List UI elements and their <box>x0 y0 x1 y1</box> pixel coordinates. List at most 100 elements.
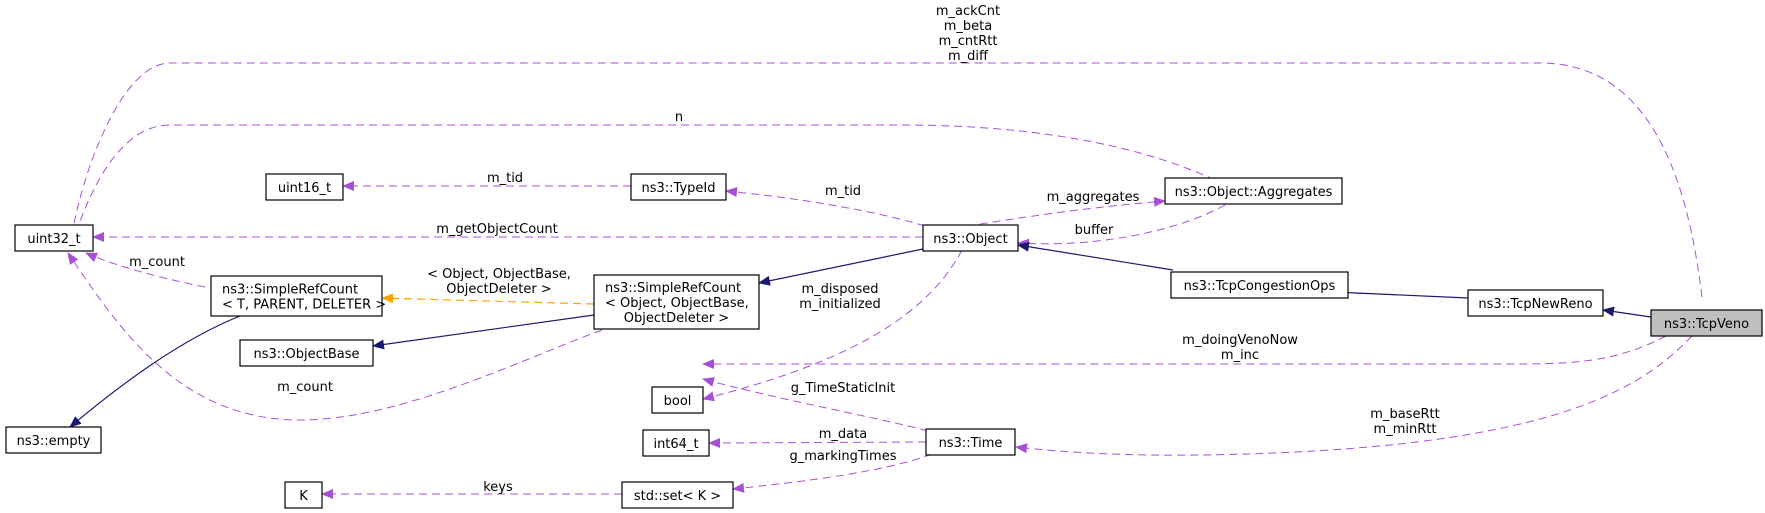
node-label: ns3::ObjectBase <box>253 347 359 362</box>
node-label: ns3::SimpleRefCount <box>222 283 358 298</box>
edge-label-line: m_beta <box>944 19 992 34</box>
edges-layer <box>67 62 1703 499</box>
node-box <box>5 426 102 454</box>
node-label: uint16_t <box>278 181 331 196</box>
node-box <box>210 275 383 317</box>
edge-label-line: g_TimeStaticInit <box>791 381 896 396</box>
node-label: ObjectDeleter > <box>624 311 729 326</box>
edge-label-line: m_aggregates <box>1047 190 1140 205</box>
node-box <box>1170 271 1349 299</box>
edge-label-line: m_minRtt <box>1374 422 1437 437</box>
edge-object-typeid <box>725 187 926 227</box>
edge-label-line: m_count <box>277 380 333 395</box>
edge-label-aggregates-uint32: n <box>675 110 683 125</box>
node-label: K <box>299 489 308 504</box>
node-label: std::set< K > <box>634 489 721 504</box>
node-congops[interactable]: ns3::TcpCongestionOps <box>1170 271 1349 299</box>
node-label: < T, PARENT, DELETER > <box>222 298 386 313</box>
edge-label-typeid-uint16: m_tid <box>487 171 523 186</box>
edge-label-line: m_data <box>819 427 867 442</box>
node-veno[interactable]: ns3::TcpVeno <box>1650 309 1763 337</box>
node-typeid[interactable]: ns3::TypeId <box>630 173 727 201</box>
edge-label-time-bool: g_TimeStaticInit <box>791 381 896 396</box>
node-label: ns3::TcpNewReno <box>1478 297 1592 312</box>
node-newreno[interactable]: ns3::TcpNewReno <box>1467 289 1604 317</box>
node-box <box>593 274 760 330</box>
node-box <box>630 173 727 201</box>
node-label: ns3::Time <box>939 436 1003 451</box>
node-time[interactable]: ns3::Time <box>925 428 1016 456</box>
edge-label-object-uint32: m_getObjectCount <box>436 222 557 237</box>
edge-label-line: keys <box>483 480 513 495</box>
edge-label-srcT-uint32: m_count <box>129 255 185 270</box>
edge-label-line: m_doingVenoNow <box>1182 333 1298 348</box>
node-box <box>922 224 1019 252</box>
edge-label-line: m_diff <box>948 49 989 64</box>
node-empty[interactable]: ns3::empty <box>5 426 102 454</box>
edge-label-line: m_getObjectCount <box>436 222 557 237</box>
node-uint32[interactable]: uint32_t <box>14 224 94 252</box>
edge-srcObj-uint32 <box>67 252 603 421</box>
node-srcObj[interactable]: ns3::SimpleRefCount< Object, ObjectBase,… <box>593 274 760 330</box>
node-uint16[interactable]: uint16_t <box>265 173 344 201</box>
edge-label-time-stdset: g_markingTimes <box>790 449 897 464</box>
node-label: int64_t <box>653 437 698 452</box>
node-label: bool <box>664 394 692 409</box>
edge-srcObj-objectbase <box>372 314 595 350</box>
edge-label-line: m_inc <box>1221 348 1259 363</box>
edge-veno-time <box>1015 335 1693 456</box>
edge-object-srcObj <box>758 248 924 286</box>
edge-label-line: m_tid <box>487 171 523 186</box>
edge-label-srcObj-srcT: < Object, ObjectBase,ObjectDeleter > <box>427 267 571 297</box>
edge-time-int64 <box>708 437 927 448</box>
node-object[interactable]: ns3::Object <box>922 224 1019 252</box>
edge-label-aggregates-object: buffer <box>1075 223 1114 238</box>
node-stdset[interactable]: std::set< K > <box>621 481 734 509</box>
edge-label-line: m_ackCnt <box>936 4 1000 19</box>
edge-veno-bool <box>702 335 1667 369</box>
node-k[interactable]: K <box>284 481 323 509</box>
node-box <box>14 224 94 252</box>
node-box <box>239 339 374 367</box>
edge-label-line: m_count <box>129 255 185 270</box>
edge-label-line: n <box>675 110 683 125</box>
node-box <box>1650 309 1763 337</box>
edge-aggregates-object <box>1017 204 1226 249</box>
edge-label-object-typeid: m_tid <box>825 184 861 199</box>
edge-label-line: m_disposed <box>801 282 878 297</box>
edge-label-line: < Object, ObjectBase, <box>427 267 571 282</box>
node-box <box>651 386 704 414</box>
edge-label-line: g_markingTimes <box>790 449 897 464</box>
node-label: ns3::Object <box>933 232 1007 247</box>
edge-aggregates-uint32 <box>73 124 1216 237</box>
node-label: ns3::TcpVeno <box>1664 317 1749 332</box>
edge-time-stdset <box>732 453 933 493</box>
edge-veno-newreno <box>1602 306 1652 318</box>
node-box <box>1164 177 1343 205</box>
node-label: uint32_t <box>27 232 80 247</box>
edge-object-bool <box>702 249 963 402</box>
node-objectbase[interactable]: ns3::ObjectBase <box>239 339 374 367</box>
edge-label-time-int64: m_data <box>819 427 867 442</box>
edge-label-line: ObjectDeleter > <box>446 282 551 297</box>
edge-label-line: m_baseRtt <box>1370 407 1439 422</box>
node-int64[interactable]: int64_t <box>642 429 710 457</box>
edge-label-object-aggregates: m_aggregates <box>1047 190 1140 205</box>
edge-label-line: m_cntRtt <box>939 34 998 49</box>
node-box <box>642 429 710 457</box>
edge-label-srcObj-uint32: m_count <box>277 380 333 395</box>
edge-label-line: m_tid <box>825 184 861 199</box>
node-bool[interactable]: bool <box>651 386 704 414</box>
edge-time-bool <box>702 377 929 432</box>
edge-label-line: buffer <box>1075 223 1114 238</box>
edge-label-line: m_initialized <box>799 297 881 312</box>
node-srcT[interactable]: ns3::SimpleRefCount< T, PARENT, DELETER … <box>210 275 386 317</box>
node-aggregates[interactable]: ns3::Object::Aggregates <box>1164 177 1343 205</box>
edge-object-aggregates <box>966 196 1166 227</box>
